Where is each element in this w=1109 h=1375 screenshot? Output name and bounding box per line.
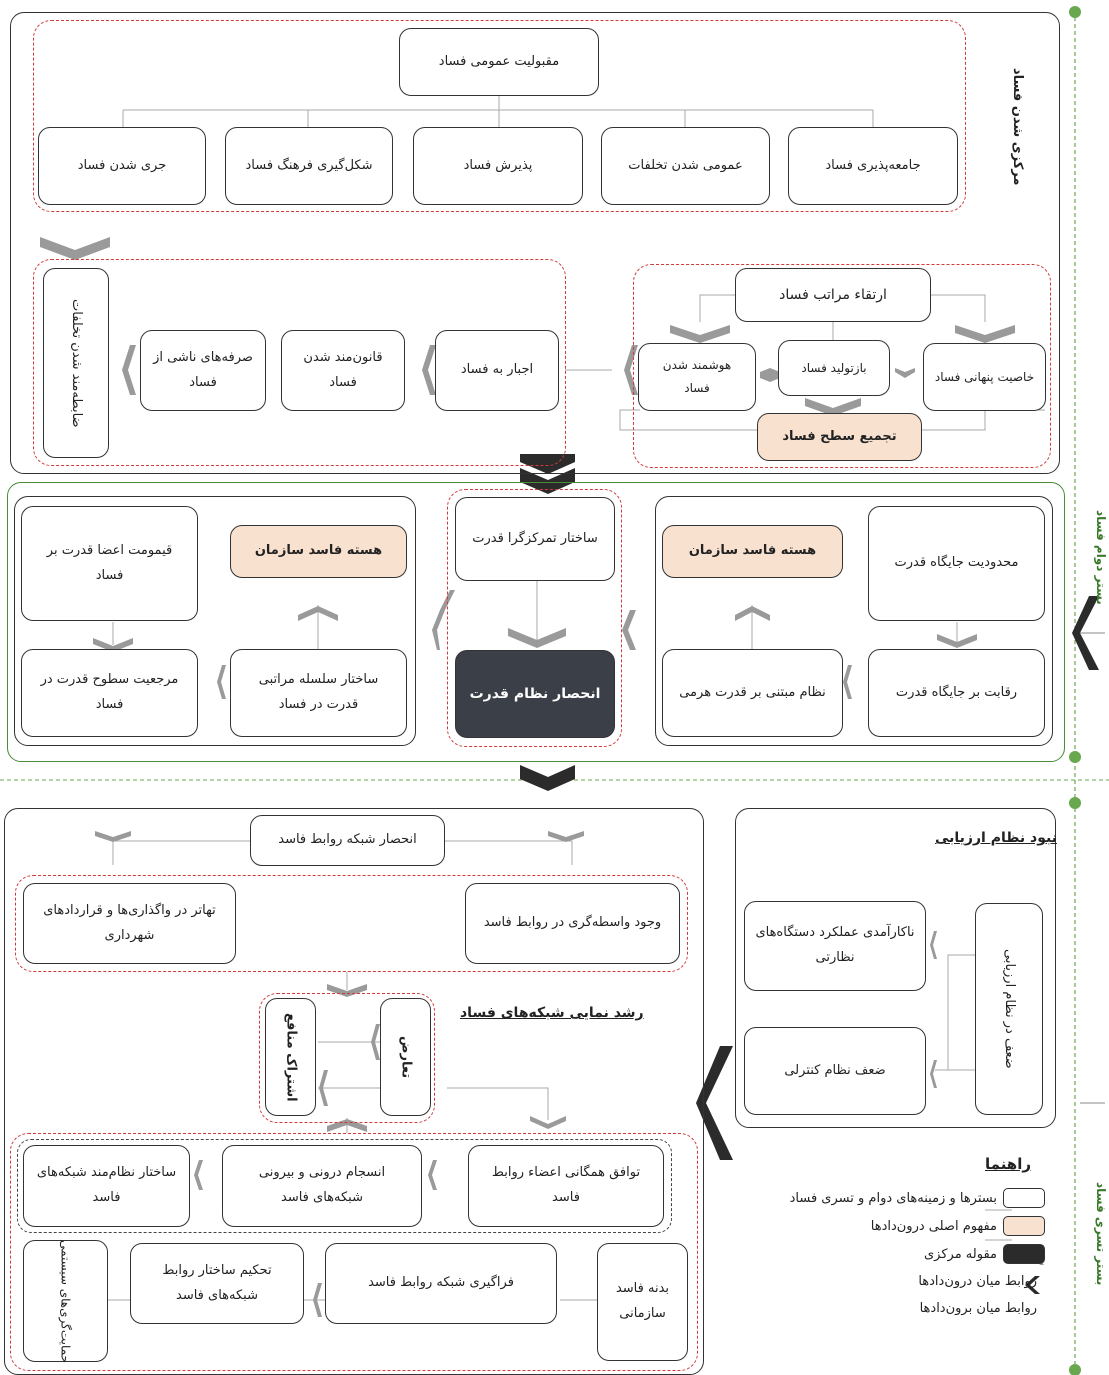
right-mid-box-1: هوشمند شدن فساد <box>638 343 756 411</box>
mid-right-bl: نظام مبتنی بر قدرت هرمی <box>662 649 843 737</box>
mid-right-group <box>655 496 1053 746</box>
systemic-support-box: حمایت‌گری‌های سیستمی <box>23 1239 108 1363</box>
row2-box-1: فراگیری شبکه روابط فاسد <box>325 1243 557 1324</box>
mid-center-group <box>447 489 622 747</box>
legend-text-2: مفهوم اصلی درون‌دادها <box>870 1218 997 1234</box>
right-mid-box-3: خاصیت پنهانی فساد <box>923 343 1046 411</box>
mid-left-bl: مرجعیت سطوح قدرت در فساد <box>21 649 198 737</box>
legend-item-3: مقوله مرکزی <box>924 1244 1045 1264</box>
middle-panel <box>7 482 1065 762</box>
legalization-vertical-text: ضابطه‌مند شدن تخلفات <box>69 298 85 428</box>
row1-box-1: توافق همگانی اعضاء روابط فاسد <box>468 1145 664 1227</box>
eval-weakness-box: ضعف در نظام ارزیابی <box>975 903 1043 1115</box>
evaluation-panel <box>735 808 1056 1128</box>
row1-box-2: انسجام درونی و بیرونی شبکه‌های فاسد <box>222 1145 422 1227</box>
left-chain-box-3: اجبار به فساد <box>435 330 559 411</box>
power-monopoly-box: انحصار نظام قدرت <box>455 650 615 738</box>
legend-text-5: روابط میان برون‌دادها <box>919 1301 1037 1316</box>
mediation-box: وجود واسطه‌گری در روابط فاسد <box>465 883 680 964</box>
mid-right-tr: محدودیت جایگاه قدرت <box>868 506 1045 621</box>
legend-swatch-white <box>1003 1188 1045 1208</box>
mid-right-br: رقابت بر جایگاه قدرت <box>868 649 1045 737</box>
public-acceptance-box: مقبولیت عمومی فساد <box>399 28 599 96</box>
public-acceptance-group <box>33 20 966 212</box>
legalization-group <box>33 259 566 466</box>
consensus-group <box>17 1139 672 1233</box>
conflict-box: تعارض <box>380 998 431 1116</box>
legend-item-2: مفهوم اصلی درون‌دادها <box>871 1216 1045 1236</box>
row2-box-2: تحکیم ساختار روابط شبکه‌های فاسد <box>130 1243 304 1324</box>
eval-box-2: ضعف نظام کنترلی <box>744 1027 926 1115</box>
right-mid-box-2: بازتولید فساد <box>778 340 890 396</box>
child-box-5: جری شدن فساد <box>38 127 206 205</box>
conflict-group <box>259 993 435 1123</box>
aggregation-box: تجمیع سطح فساد <box>757 413 922 461</box>
child-box-2: عمومی شدن تخلفات <box>601 127 770 205</box>
network-structure-group <box>10 1133 698 1371</box>
legend-text-1: بسترها و زمینه‌های دوام و تسری فساد <box>789 1190 997 1206</box>
systemic-support-text: حمایت‌گری‌های سیستمی <box>58 1239 73 1363</box>
legalization-vertical-box: ضابطه‌مند شدن تخلفات <box>43 268 109 458</box>
legend-text-4: روابط میان درون‌دادها <box>918 1274 1037 1289</box>
mid-right-tl: هسته فاسد سازمان <box>662 525 843 578</box>
rank-promotion-box: ارتقاء مراتب فساد <box>735 268 931 322</box>
exponential-growth-title: رشد نمایی شبکه‌های فساد <box>460 1005 644 1021</box>
mid-left-tl: قیمومت اعضا قدرت بر فساد <box>21 506 198 621</box>
child-box-4: شکل‌گیری فرهنگ فساد <box>225 127 393 205</box>
evaluation-title: نبود نظام ارزیابی <box>935 830 1057 846</box>
shared-interests-text: اشتراک منافع <box>283 1012 299 1102</box>
barter-box: تهاتر در واگذاری‌ها و قراردادهای شهرداری <box>23 883 236 964</box>
eval-weakness-text: ضعف در نظام ارزیابی <box>1002 949 1018 1069</box>
legend-swatch-dark <box>1003 1244 1045 1264</box>
corrupt-body-box: بدنه فاسد سازمانی <box>597 1243 688 1361</box>
side-label-top: مرکزی شدن فساد <box>1010 67 1025 185</box>
left-chain-box-2: قانون‌مند شدن فساد <box>281 330 405 411</box>
conflict-text: تعارض <box>398 1035 414 1079</box>
legend-swatch-peach <box>1003 1216 1045 1236</box>
network-monopoly-box: انحصار شبکه روابط فاسد <box>250 815 445 866</box>
legend-item-4: روابط میان درون‌دادها <box>918 1274 1037 1289</box>
shared-interests-box: اشتراک منافع <box>265 998 316 1116</box>
mid-left-br: ساختار سلسله مراتبی قدرت در فساد <box>230 649 407 737</box>
child-box-1: جامعه‌پذیری فساد <box>788 127 958 205</box>
mid-left-group <box>14 496 416 746</box>
legend-item-1: بسترها و زمینه‌های دوام و تسری فساد <box>790 1188 1045 1208</box>
legend-text-3: مقوله مرکزی <box>924 1246 997 1262</box>
side-label-bot: بستر تسری فساد <box>1094 1181 1108 1285</box>
top-panel <box>10 12 1060 474</box>
legend-item-5: روابط میان برون‌دادها <box>920 1301 1037 1316</box>
side-label-mid: بستر دوام فساد <box>1094 510 1108 605</box>
legend-title: راهنما <box>985 1155 1031 1173</box>
centralized-structure-box: ساختار تمرکزگرا قدرت <box>455 497 615 581</box>
left-chain-box-1: صرفه‌های ناشی از فساد <box>140 330 266 411</box>
eval-box-1: ناکارآمدی عملکرد دستگاه‌های نظارتی <box>744 901 926 991</box>
row1-box-3: ساختار نظام‌مند شبکه‌های فاسد <box>23 1145 190 1227</box>
child-box-3: پذیرش فساد <box>413 127 583 205</box>
mediation-group <box>15 875 688 972</box>
rank-promotion-group <box>633 264 1051 468</box>
mid-left-tr: هسته فاسد سازمان <box>230 525 407 578</box>
